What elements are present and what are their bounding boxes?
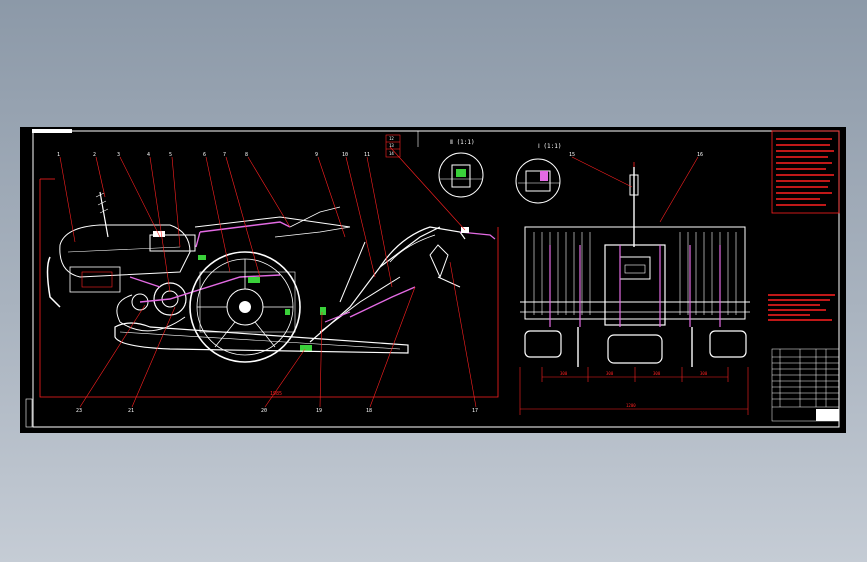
- callout-11: 11: [364, 152, 370, 158]
- parts-list-table: [771, 348, 840, 422]
- dim-300-a: 300: [560, 371, 568, 376]
- side-view: 1 2 3 4 5 6 7 8 9 10 11 23 21 20 19 18 1…: [39, 134, 499, 414]
- callout-23: 23: [76, 408, 82, 414]
- callout-6: 6: [203, 152, 206, 158]
- section-view-1: Ⅱ (1:1): [438, 139, 484, 198]
- dim-300-b: 300: [606, 371, 614, 376]
- dim-1200: 1200: [626, 403, 636, 408]
- callout-14: 14: [389, 151, 394, 156]
- callout-8: 8: [245, 152, 248, 158]
- callout-17: 17: [472, 408, 478, 414]
- callout-21: 21: [128, 408, 134, 414]
- callout-4: 4: [147, 152, 150, 158]
- callout-15: 15: [569, 152, 575, 158]
- dim-300-c: 300: [653, 371, 661, 376]
- drawing-canvas: 1 2 3 4 5 6 7 8 9 10 11 23 21 20 19 18 1…: [25, 129, 840, 428]
- callout-7: 7: [223, 152, 226, 158]
- callout-20: 20: [261, 408, 267, 414]
- front-view: 300 300 300 300 1200 15 16: [519, 152, 750, 415]
- callout-9: 9: [315, 152, 318, 158]
- section-view-2-title: Ⅰ (1:1): [538, 143, 561, 150]
- cad-drawing-sheet: 1 2 3 4 5 6 7 8 9 10 11 23 21 20 19 18 1…: [20, 127, 846, 433]
- callout-2: 2: [93, 152, 96, 158]
- dim-300-d: 300: [700, 371, 708, 376]
- callout-16: 16: [697, 152, 703, 158]
- callout-3: 3: [117, 152, 120, 158]
- overall-length-dimension: 1985: [270, 391, 282, 397]
- callout-10: 10: [342, 152, 348, 158]
- section-view-1-title: Ⅱ (1:1): [450, 139, 475, 146]
- callout-13: 13: [389, 143, 394, 148]
- callout-1: 1: [57, 152, 60, 158]
- drawing-frame: [32, 130, 840, 428]
- margin-stamp: [25, 398, 33, 428]
- frame-corner-tag: [32, 129, 72, 133]
- callout-12: 12: [389, 136, 394, 141]
- technical-notes: [768, 130, 840, 321]
- callout-18: 18: [366, 408, 372, 414]
- section-view-2: Ⅰ (1:1): [515, 143, 561, 204]
- callout-5: 5: [169, 152, 172, 158]
- callout-19: 19: [316, 408, 322, 414]
